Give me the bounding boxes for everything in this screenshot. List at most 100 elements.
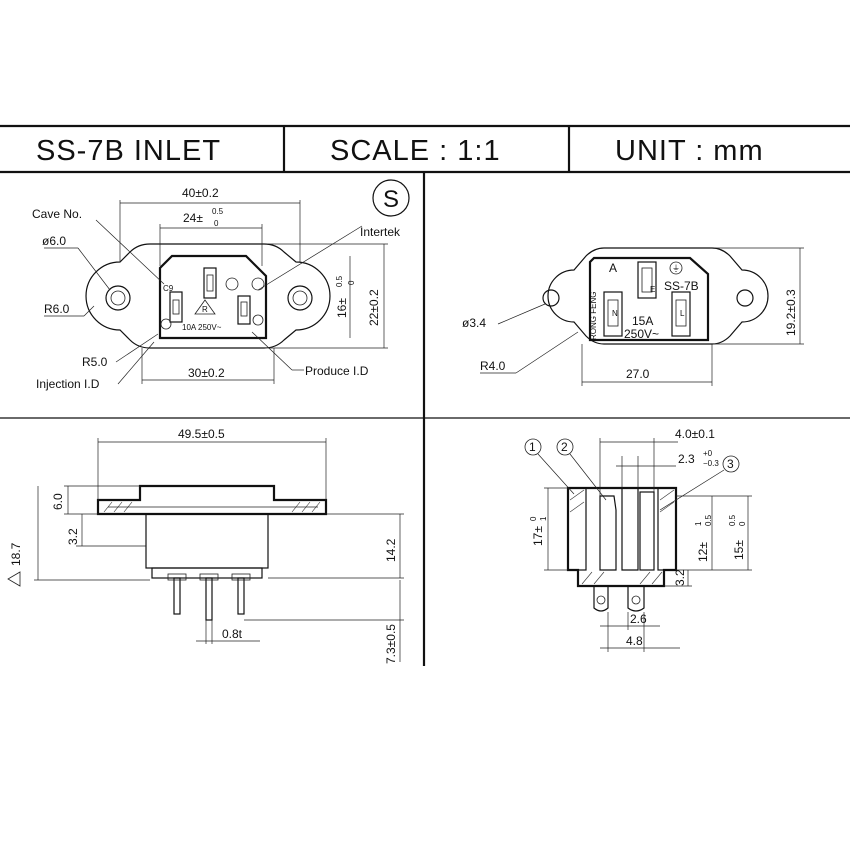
rear-brand: RONG FENG: [589, 292, 598, 340]
front-rating: 10A 250V~: [182, 323, 222, 332]
section-dim-top: 4.0±0.1: [675, 427, 715, 441]
rear-mount-hole-left: [542, 289, 560, 307]
side-flange: [96, 484, 328, 516]
dim-inner-height: 16±: [335, 298, 349, 318]
drawing-frame: [0, 124, 850, 666]
callout-1: 1: [529, 440, 536, 454]
section-dim-height-left-tol-top: 0: [529, 516, 538, 521]
section-dim-height-left-tol-bot: 1: [539, 516, 548, 521]
scale-cell: SCALE : 1:1: [330, 135, 501, 167]
section-dim-height-left: 17±: [531, 526, 545, 546]
intertek-label: Intertek: [360, 225, 401, 239]
front-flange-outline: [85, 243, 331, 349]
side-dim-width: 49.5±0.5: [178, 427, 225, 441]
rear-view: ⏚ A E N L RONG FENG SS-7B 15A 250V~ 19.2…: [462, 247, 804, 386]
section-dim-height-right: 15±: [732, 540, 746, 560]
rear-rating-a: 15A: [632, 314, 653, 328]
rear-model: SS-7B: [664, 279, 699, 293]
label-injection-id: Injection I.D: [36, 377, 100, 391]
rear-dim-height: 19.2±0.3: [784, 289, 798, 336]
section-contact-right: [639, 491, 655, 571]
label-hole-dia: ø6.0: [42, 234, 66, 248]
mark-c9: C9: [163, 284, 174, 293]
rear-terminal-e: [637, 261, 657, 299]
side-dim-flange: 6.0: [51, 493, 65, 510]
intertek-logo-s: S: [383, 186, 399, 213]
front-pin-slot-top: [203, 267, 217, 299]
dim-cavity-width-tol-bot: 0: [214, 219, 219, 228]
section-dim-pin-pitch: 4.8: [626, 634, 643, 648]
dim-base-width: 30±0.2: [188, 366, 225, 380]
front-cavity-outline: [158, 254, 268, 340]
section-dim-height-right-tol-bot: 0: [738, 521, 747, 526]
rear-mark-l: L: [680, 309, 685, 318]
side-dim-step: 3.2: [66, 528, 80, 545]
side-dim-total: 18.7: [9, 542, 23, 566]
side-dim-body: 14.2: [384, 538, 398, 562]
section-dim-height-mid-tol-bot: 0.5: [704, 514, 713, 526]
label-produce-id: Produce I.D: [305, 364, 369, 378]
front-mount-hole-right: [287, 285, 313, 311]
side-body: [145, 513, 269, 569]
section-dim-pin-gap: 2.6: [630, 612, 647, 626]
callout-2-circle: [556, 438, 574, 456]
rear-terminal-l: [671, 291, 691, 337]
side-datum-triangle: [7, 571, 21, 587]
side-dim-pin-length: 7.3±0.5: [384, 624, 398, 664]
section-dim-slot: 2.3: [678, 452, 695, 466]
rear-terminal-n: [603, 291, 623, 337]
rear-mark-e: E: [650, 285, 655, 294]
section-dim-height-right-tol-top: 0.5: [728, 514, 737, 526]
rear-mark-n: N: [612, 309, 618, 318]
callout-3: 3: [727, 457, 734, 471]
mark-r: R: [202, 305, 208, 314]
section-dim-base-step: 3.2: [673, 569, 687, 586]
section-dim-height-mid-tol-top: 1: [694, 521, 703, 526]
ground-mark-front-1: [160, 318, 172, 330]
dim-cavity-width: 24±: [183, 211, 203, 225]
unit-cell: UNIT : mm: [615, 135, 764, 167]
rear-mount-hole-right: [736, 289, 754, 307]
rear-rating-v: 250V~: [624, 327, 659, 341]
callout-3-circle: [722, 455, 740, 473]
section-dim-height-mid: 12±: [696, 542, 710, 562]
side-pin-right: [237, 577, 245, 615]
label-cave-no: Cave No.: [32, 207, 82, 221]
callout-1-circle: [524, 438, 542, 456]
side-dim-pin-thickness: 0.8t: [222, 627, 243, 641]
section-view: 1 2 3 4.0±0.1 2.3 +0 −0.3 17± 0 1 12± 1 …: [524, 427, 752, 652]
cert-mark-small: [225, 277, 239, 291]
section-dim-slot-tol-top: +0: [703, 449, 713, 458]
rear-ground-symbol: [669, 261, 683, 275]
callout-2: 2: [561, 440, 568, 454]
front-mount-hole-left: [105, 285, 131, 311]
dim-overall-width: 40±0.2: [182, 186, 219, 200]
front-pin-slot-right: [237, 295, 251, 325]
side-pin-left: [173, 577, 181, 615]
rear-label-radius: R4.0: [480, 359, 506, 373]
section-contact-mid: [621, 487, 639, 571]
label-radius: R6.0: [44, 302, 70, 316]
dim-outer-height: 22±0.2: [367, 289, 381, 326]
rear-body-outline: [588, 256, 710, 342]
dim-inner-height-tol-top: 0.5: [335, 275, 344, 287]
title-cell: SS-7B INLET: [36, 135, 221, 167]
intertek-logo-circle: [372, 179, 410, 217]
side-pin-mid: [205, 577, 213, 621]
front-pin-slot-left: [169, 291, 183, 323]
front-view: R C9 10A 250V~ S Intertek 40±0.2 24± 0.5…: [32, 179, 410, 391]
dim-inner-height-tol-bot: 0: [347, 280, 356, 285]
side-view: 49.5±0.5 6.0 3.2 18.7 14.2 7.3±0.5 0.8t: [7, 427, 404, 664]
rear-label-hole-dia: ø3.4: [462, 316, 486, 330]
section-contact-left: [599, 495, 617, 571]
section-terminal-left: [593, 585, 609, 612]
ground-mark-front-2: [252, 314, 264, 326]
rear-mark-a: A: [609, 261, 617, 275]
dim-cavity-width-tol-top: 0.5: [212, 207, 224, 216]
section-dim-slot-tol-bot: −0.3: [703, 459, 719, 468]
label-corner-radius: R5.0: [82, 355, 108, 369]
side-base: [151, 567, 263, 579]
warning-triangle: [194, 299, 216, 315]
rear-dim-width: 27.0: [626, 367, 650, 381]
